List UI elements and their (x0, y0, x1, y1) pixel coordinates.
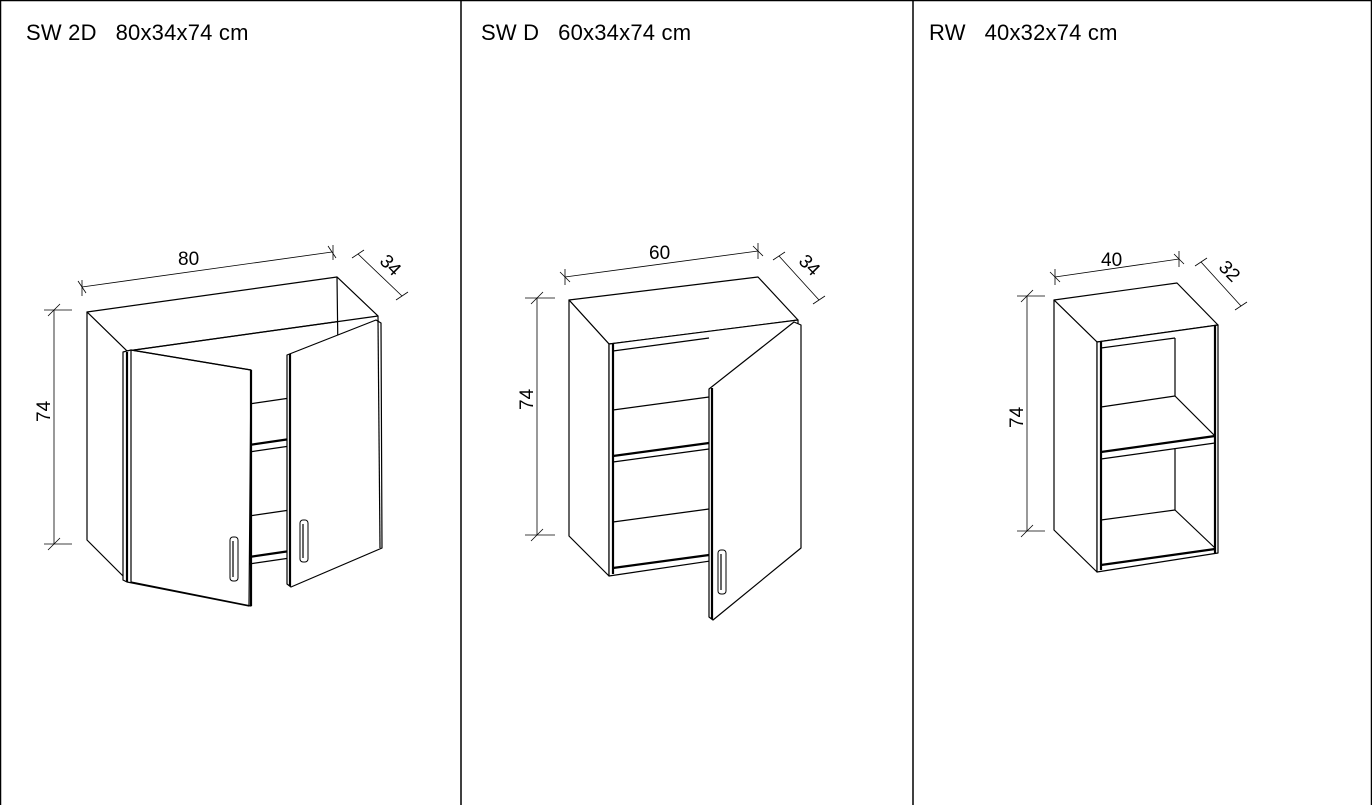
handle-icon (229, 536, 239, 582)
cabinet-drawing-rw: 40 32 74 (1007, 250, 1248, 573)
door-right (708, 321, 802, 621)
dimension-width-label: 60 (649, 243, 670, 264)
door-left (122, 349, 253, 607)
cabinet-drawing-sw-2d: 80 34 74 (34, 245, 409, 607)
dimension-width (1049, 251, 1185, 285)
panel-rw: RW 40x32x74 cm (913, 0, 1372, 805)
dimension-depth (1194, 257, 1248, 311)
panel-title: SW D 60x34x74 cm (481, 20, 692, 45)
dimension-height-label: 74 (34, 400, 55, 422)
cabinet-drawing-sw-d: 60 34 74 (517, 243, 826, 621)
panel-sw-d: SW D 60x34x74 cm (461, 0, 913, 805)
dimension-depth-label: 34 (794, 251, 824, 281)
handle-icon (717, 549, 727, 595)
panel-title: SW 2D 80x34x74 cm (26, 20, 249, 45)
dimension-height-label: 74 (1007, 406, 1028, 428)
dimension-height (525, 291, 555, 542)
panel-sw-2d: SW 2D 80x34x74 cm (0, 0, 461, 805)
dimension-width (559, 243, 764, 285)
dimension-depth-label: 34 (375, 251, 405, 281)
dimension-height (1017, 289, 1045, 538)
door-right (286, 319, 383, 588)
dimension-width-label: 80 (178, 249, 199, 270)
panel-title: RW 40x32x74 cm (929, 20, 1118, 45)
dimension-height-label: 74 (517, 388, 538, 410)
dimension-depth (772, 251, 826, 305)
dimension-height (44, 303, 72, 551)
handle-icon (299, 519, 309, 563)
dimension-width (77, 245, 337, 296)
dimension-depth-label: 32 (1214, 257, 1244, 287)
dimension-width-label: 40 (1101, 250, 1122, 271)
dimension-depth (351, 249, 409, 301)
cabinet-body (1053, 282, 1219, 573)
